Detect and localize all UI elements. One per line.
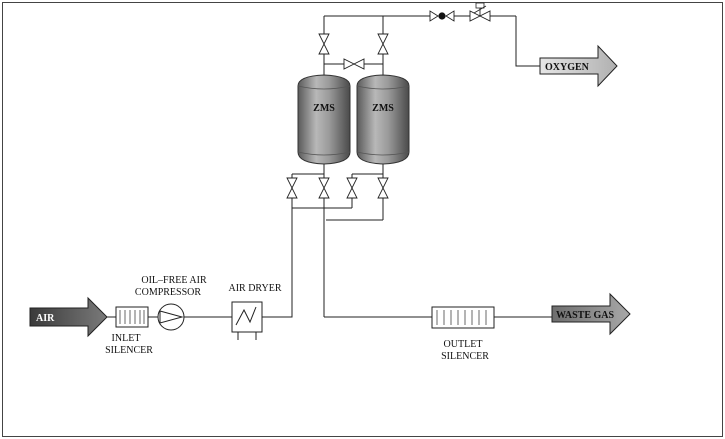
- valve-top-right: [377, 33, 389, 55]
- check-valve: [429, 10, 455, 22]
- compressor-label-1: OIL–FREE AIR: [141, 275, 207, 286]
- air-dryer-label: AIR DRYER: [228, 283, 281, 294]
- inlet-silencer: [107, 306, 149, 328]
- outlet-silencer: [431, 306, 495, 329]
- valve-bottom-1: [286, 177, 298, 199]
- valve-bottom-3: [346, 177, 358, 199]
- valve-top-left: [318, 33, 330, 55]
- zms-right-label: ZMS: [372, 103, 394, 114]
- pipes: [148, 15, 552, 318]
- zms-left-label: ZMS: [313, 103, 335, 114]
- air-compressor: [157, 303, 185, 331]
- waste-gas-label: WASTE GAS: [556, 310, 615, 321]
- inlet-silencer-label-1: INLET: [112, 333, 141, 344]
- waste-gas-arrow: WASTE GAS: [551, 292, 631, 336]
- oxygen-arrow: OXYGEN: [539, 44, 618, 88]
- compressor-label-2: COMPRESSOR: [135, 287, 201, 298]
- air-dryer: [231, 301, 263, 340]
- valves: [286, 2, 491, 199]
- valve-bottom-2: [318, 177, 330, 199]
- inlet-silencer-label-2: SILENCER: [105, 345, 153, 356]
- regulator-valve: [469, 2, 491, 22]
- outlet-silencer-label-1: OUTLET: [444, 339, 483, 350]
- zms-tank-right: ZMS: [356, 74, 410, 165]
- valve-bottom-4: [377, 177, 389, 199]
- air-label: AIR: [36, 313, 55, 324]
- zms-tank-left: ZMS: [297, 74, 351, 165]
- outlet-silencer-label-2: SILENCER: [441, 351, 489, 362]
- air-inlet-arrow: AIR: [29, 296, 108, 338]
- oxygen-label: OXYGEN: [545, 62, 590, 73]
- valve-equalization: [343, 58, 365, 70]
